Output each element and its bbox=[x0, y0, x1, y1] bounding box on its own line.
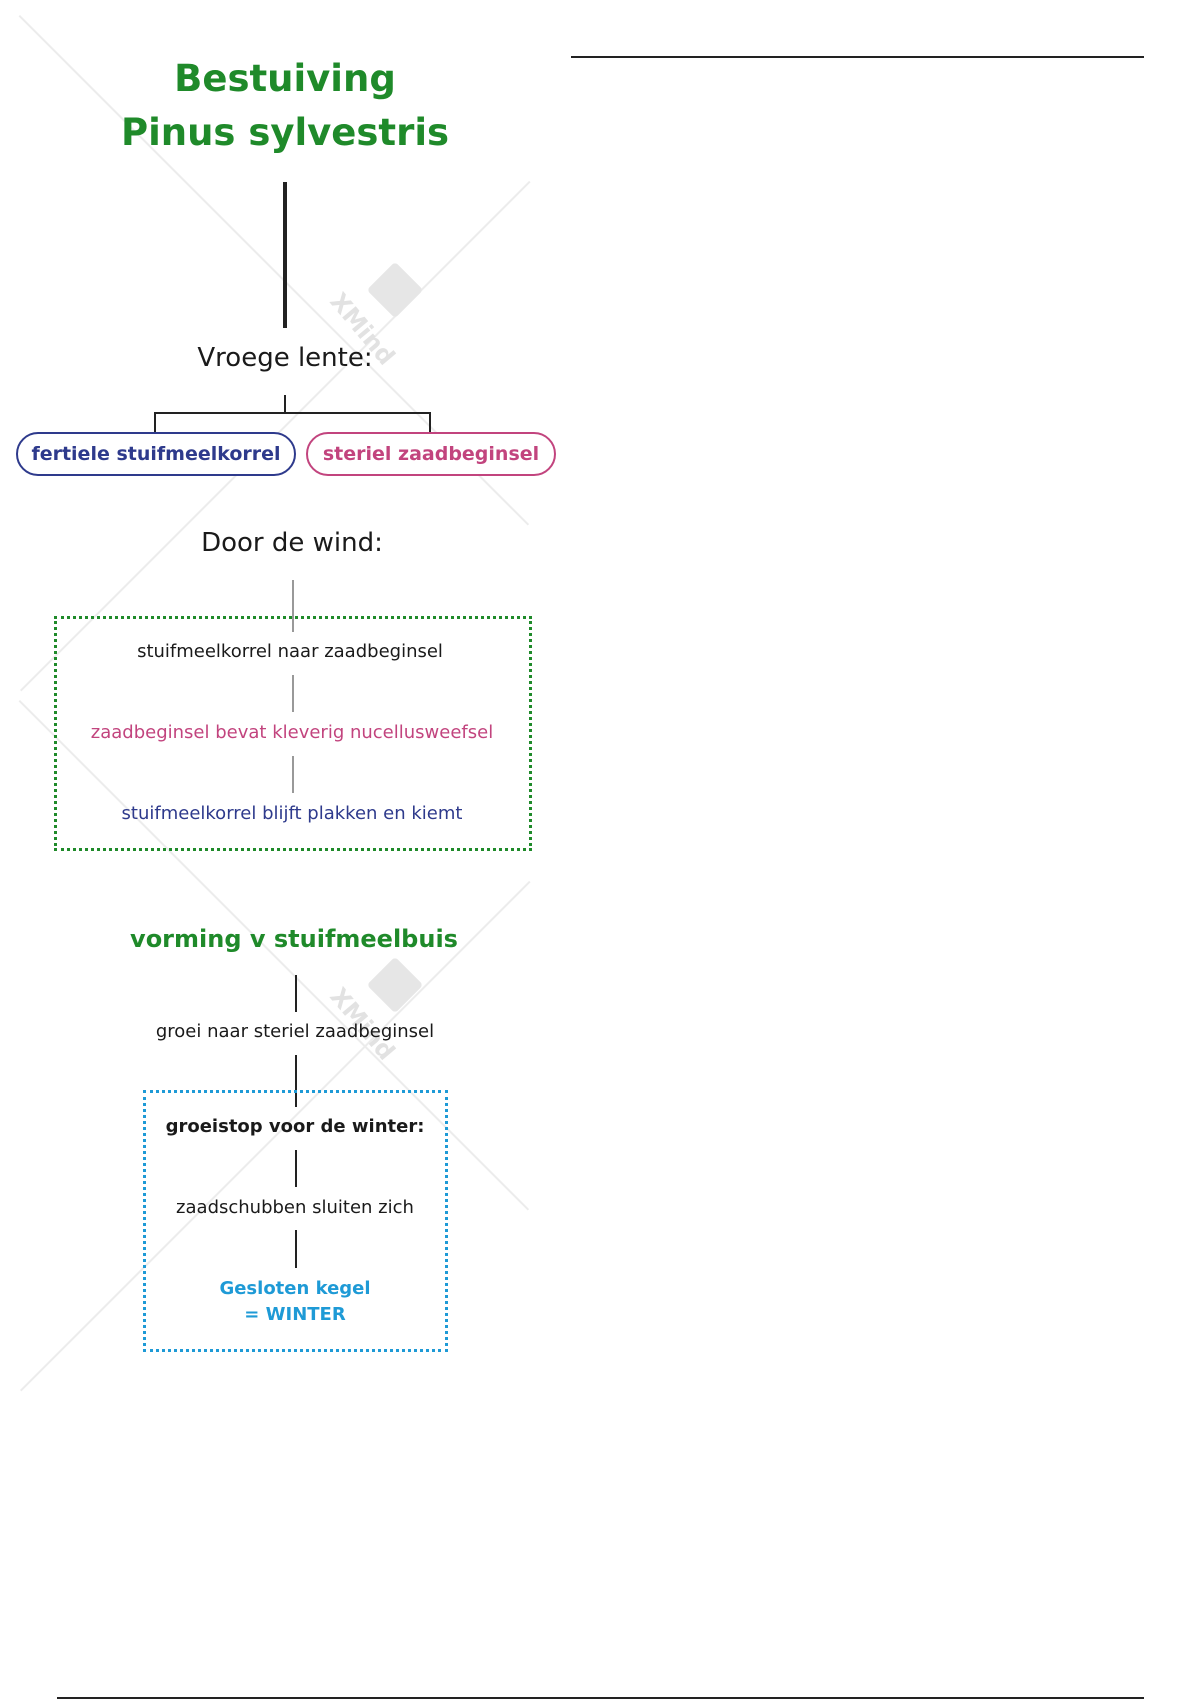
connector bbox=[283, 182, 287, 328]
xmind-logo-icon bbox=[366, 956, 424, 1014]
connector bbox=[295, 1055, 297, 1107]
topic-steriel-zaadbeginsel[interactable]: steriel zaadbeginsel bbox=[306, 432, 556, 476]
connector bbox=[292, 756, 294, 793]
connector bbox=[295, 975, 297, 1012]
topic-door-de-wind[interactable]: Door de wind: bbox=[201, 528, 383, 558]
step-blijft-plakken[interactable]: stuifmeelkorrel blijft plakken en kiemt bbox=[121, 803, 463, 824]
step-groei[interactable]: groei naar steriel zaadbeginsel bbox=[155, 1021, 435, 1042]
central-topic[interactable]: Bestuiving Pinus sylvestris bbox=[121, 52, 449, 160]
boundary-winter bbox=[143, 1090, 448, 1352]
boundary-wind bbox=[54, 616, 532, 851]
title-line-2: Pinus sylvestris bbox=[120, 111, 450, 154]
step-nucellusweefsel[interactable]: zaadbeginsel bevat kleverig nucellusweef… bbox=[90, 722, 494, 743]
footer-rule bbox=[57, 1697, 1144, 1699]
result-line-2: = WINTER bbox=[244, 1304, 346, 1325]
connector bbox=[292, 580, 294, 632]
step-stuifmeelkorrel-naar-zaadbeginsel[interactable]: stuifmeelkorrel naar zaadbeginsel bbox=[137, 641, 443, 662]
topic-groeistop[interactable]: groeistop voor de winter: bbox=[165, 1116, 425, 1137]
topic-vorming-stuifmeelbuis[interactable]: vorming v stuifmeelbuis bbox=[130, 925, 458, 953]
xmind-logo-icon bbox=[366, 261, 424, 319]
connector bbox=[295, 1230, 297, 1268]
title-line-1: Bestuiving bbox=[174, 57, 396, 100]
connector bbox=[295, 1150, 297, 1187]
connector bbox=[284, 395, 286, 413]
topic-vroege-lente[interactable]: Vroege lente: bbox=[197, 343, 373, 373]
result-line-1: Gesloten kegel bbox=[219, 1278, 371, 1299]
topic-gesloten-kegel[interactable]: Gesloten kegel = WINTER bbox=[219, 1276, 370, 1328]
topic-fertiele-stuifmeelkorrel[interactable]: fertiele stuifmeelkorrel bbox=[16, 432, 296, 476]
connector-bracket bbox=[154, 412, 431, 432]
step-zaadschubben[interactable]: zaadschubben sluiten zich bbox=[176, 1197, 414, 1218]
connector bbox=[292, 675, 294, 712]
header-rule bbox=[571, 56, 1144, 58]
